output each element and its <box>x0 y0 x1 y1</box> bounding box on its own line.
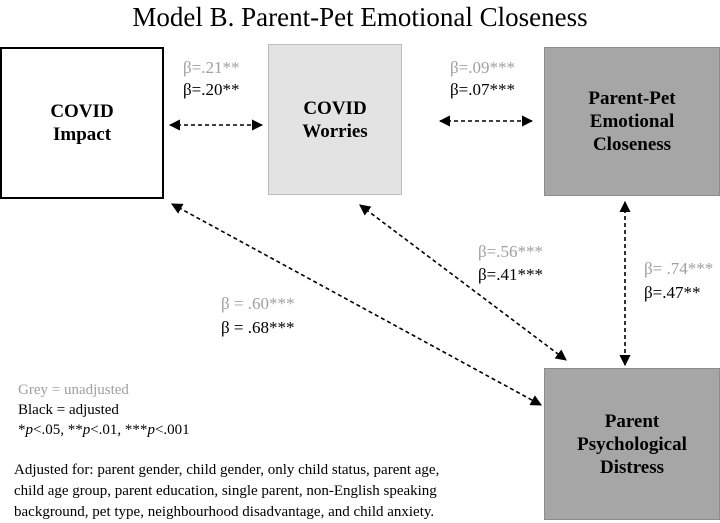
covid-impact-box: COVID Impact <box>0 47 164 199</box>
legend: Grey = unadjusted Black = adjusted *p<.0… <box>18 380 190 440</box>
coef-worries-distress-unadjusted: β=.56*** <box>478 242 543 261</box>
parent-distress-box: Parent Psychological Distress <box>544 368 720 520</box>
legend-black-adjusted: Black = adjusted <box>18 402 119 418</box>
distress-label-line3: Distress <box>599 456 665 478</box>
legend-grey-unadjusted: Grey = unadjusted <box>18 382 129 398</box>
coef-worries-closeness-unadjusted: β=.09*** <box>450 58 515 77</box>
note-line3: background, pet type, neighbourhood disa… <box>14 504 435 520</box>
adjustment-note: Adjusted for: parent gender, child gende… <box>14 460 524 523</box>
distress-label-line2: Psychological <box>577 433 687 455</box>
diagram-title: Model B. Parent-Pet Emotional Closeness <box>132 2 588 32</box>
covid-worries-label-line1: COVID <box>303 97 367 119</box>
coef-worries-closeness-adjusted: β=.07*** <box>450 80 515 99</box>
covid-impact-label-line1: COVID <box>50 101 114 122</box>
coef-closeness-distress-unadjusted: β= .74*** <box>644 259 714 278</box>
coef-impact-distress-adjusted: β = .68*** <box>221 318 295 337</box>
covid-impact-label-line2: Impact <box>52 124 112 145</box>
coef-impact-distress-unadjusted: β = .60*** <box>221 294 295 313</box>
arrow-impact-distress <box>171 203 542 406</box>
closeness-label-line1: Parent-Pet <box>588 88 676 109</box>
coef-closeness-distress-adjusted: β=.47** <box>644 283 701 302</box>
covid-worries-box: COVID Worries <box>268 44 402 195</box>
coef-worries-distress-adjusted: β=.41*** <box>478 265 543 284</box>
closeness-label-line3: Closeness <box>592 134 672 155</box>
coef-impact-worries-unadjusted: β=.21** <box>183 58 240 77</box>
note-line2: child age group, parent education, singl… <box>14 483 437 499</box>
closeness-label-line2: Emotional <box>589 111 675 132</box>
note-line1: Adjusted for: parent gender, child gende… <box>14 462 440 478</box>
covid-worries-label-line2: Worries <box>302 120 368 142</box>
legend-significance: *p<.05, **p<.01, ***p<.001 <box>18 422 190 438</box>
distress-label-line1: Parent <box>604 410 660 432</box>
coef-impact-worries-adjusted: β=.20** <box>183 80 240 99</box>
